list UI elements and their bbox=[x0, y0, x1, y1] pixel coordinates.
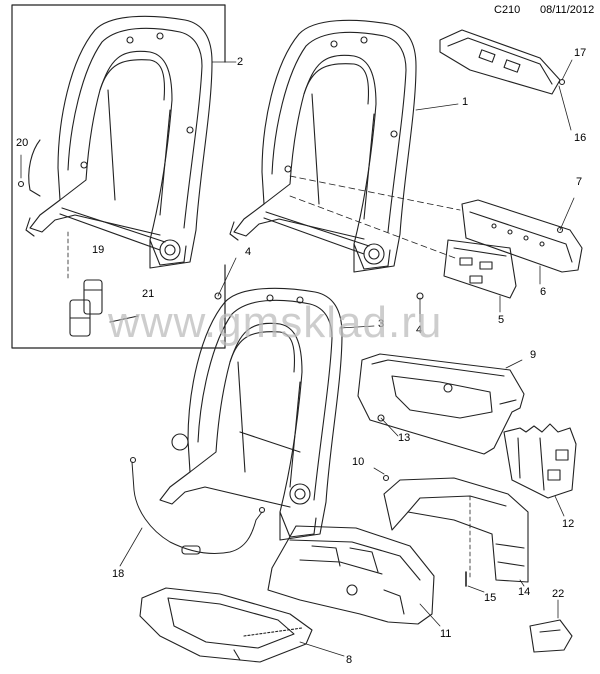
callout-11: 11 bbox=[440, 628, 452, 640]
callout-4-bottom: 4 bbox=[416, 324, 423, 336]
diagram-date: 08/11/2012 bbox=[540, 4, 595, 16]
callout-8: 8 bbox=[346, 654, 353, 666]
callout-22: 22 bbox=[552, 588, 565, 600]
part-16-back-panel bbox=[439, 29, 561, 95]
callout-4-top: 4 bbox=[245, 246, 252, 258]
part-9-trim-cover bbox=[357, 353, 525, 455]
part-14-lower-bracket bbox=[383, 477, 529, 583]
callout-18: 18 bbox=[112, 568, 125, 580]
part-8-seat-tray bbox=[139, 587, 313, 663]
callout-6: 6 bbox=[540, 286, 547, 298]
part-11-cushion-frame bbox=[267, 525, 435, 625]
callout-12: 12 bbox=[562, 518, 575, 530]
callout-20: 20 bbox=[16, 137, 29, 149]
diagram-code: C210 bbox=[494, 4, 521, 16]
callout-3: 3 bbox=[378, 318, 385, 330]
callout-17: 17 bbox=[574, 47, 587, 59]
callout-10: 10 bbox=[352, 456, 365, 468]
inset-box-border bbox=[11, 4, 226, 349]
part-22-button bbox=[529, 619, 573, 653]
callout-2: 2 bbox=[237, 56, 244, 68]
callout-9: 9 bbox=[530, 349, 537, 361]
callout-15: 15 bbox=[484, 592, 497, 604]
callout-1: 1 bbox=[462, 96, 469, 108]
callout-13: 13 bbox=[398, 432, 411, 444]
part-18-cable bbox=[129, 456, 266, 555]
part-19-motor bbox=[69, 279, 103, 337]
part-13-clip bbox=[377, 414, 385, 422]
part-1-seatback-frame bbox=[229, 19, 417, 273]
callout-14: 14 bbox=[518, 586, 531, 598]
part-6-module bbox=[461, 199, 583, 273]
callout-5: 5 bbox=[498, 314, 505, 326]
part-3-seat-frame bbox=[159, 287, 343, 541]
callout-16: 16 bbox=[574, 132, 587, 144]
callout-7: 7 bbox=[576, 176, 583, 188]
part-12-lumbar-pad bbox=[503, 423, 577, 499]
part-5-switch-panel bbox=[443, 239, 517, 299]
part-10-screw bbox=[382, 474, 390, 482]
callout-19: 19 bbox=[92, 244, 105, 256]
watermark-text: www.gmsklad.ru bbox=[108, 298, 443, 347]
seatback-frame-inset bbox=[25, 15, 213, 269]
part-20-pin bbox=[17, 180, 25, 188]
callout-21: 21 bbox=[142, 288, 155, 300]
